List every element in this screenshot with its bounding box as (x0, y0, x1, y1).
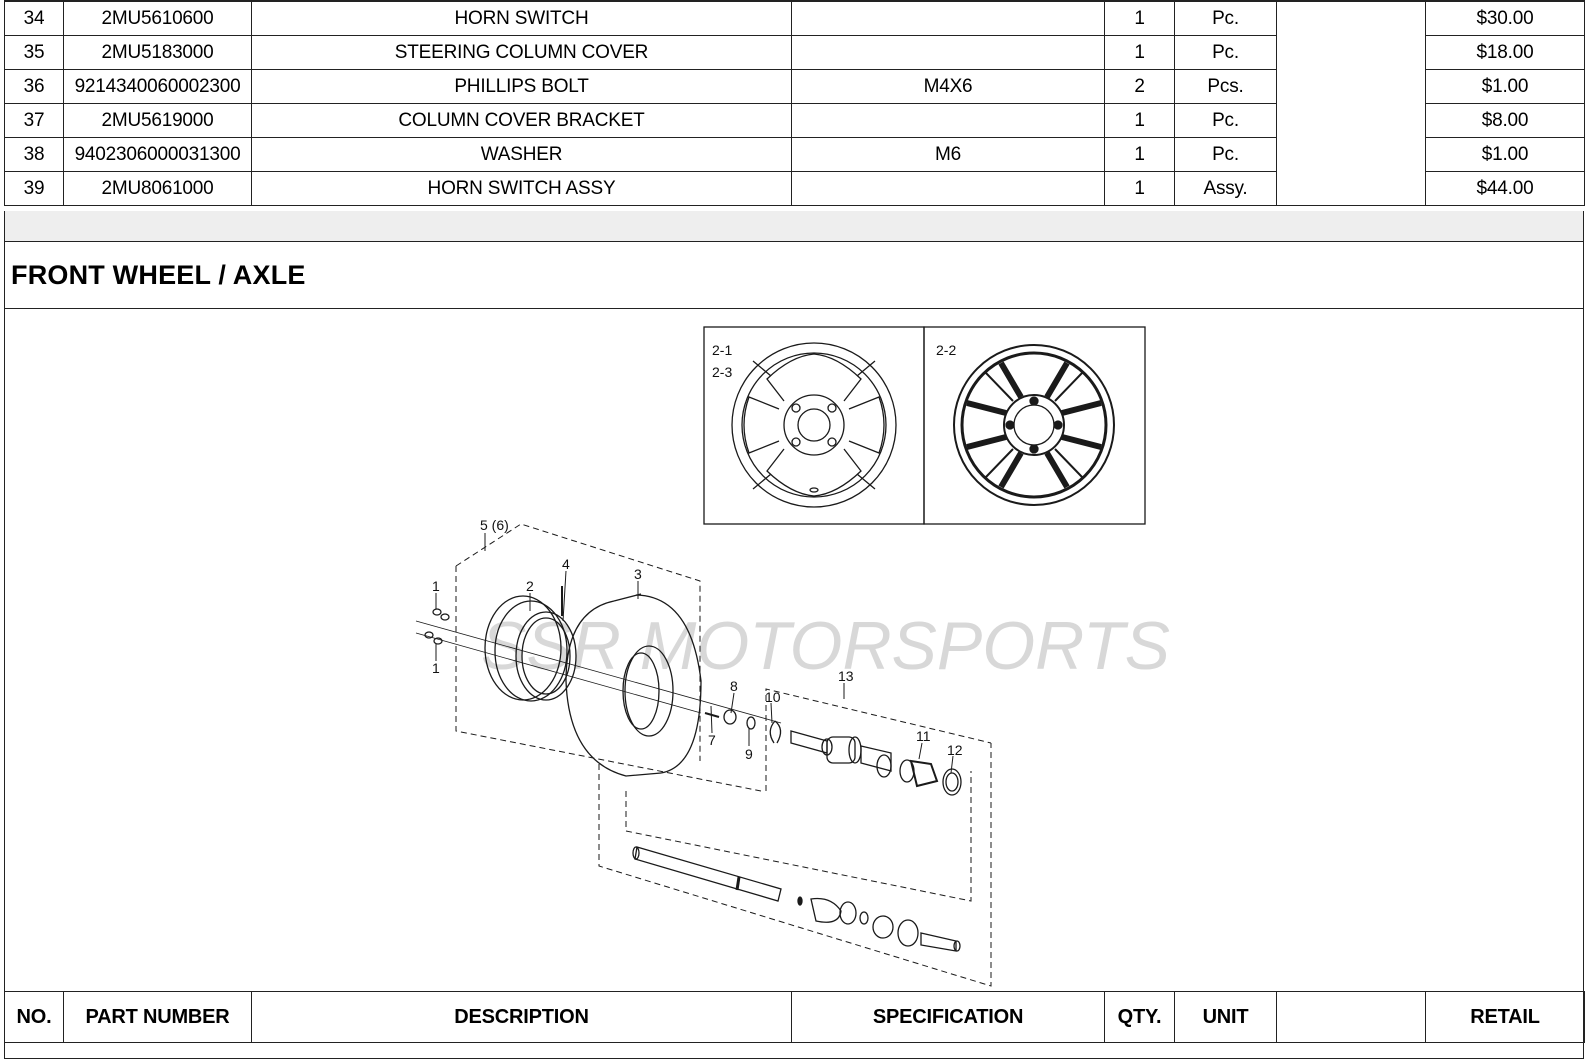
row-qty: 1 (1104, 0, 1175, 36)
callout-12: 12 (947, 742, 963, 758)
row-description: PHILLIPS BOLT (251, 69, 792, 104)
watermark-text: SSR MOTORSPORTS (481, 608, 1170, 684)
row-specification (791, 35, 1105, 70)
rim-label-2-3: 2-3 (712, 364, 732, 380)
row-part-number: 2MU5183000 (63, 35, 252, 70)
header-description: DESCRIPTION (251, 991, 792, 1043)
wheel-group-outline (455, 523, 992, 987)
table-row: 34 2MU5610600 HORN SWITCH 1 Pc. $30.00 (4, 0, 1585, 206)
tire-drawing (565, 593, 702, 777)
rim-label-2-1: 2-1 (712, 342, 732, 358)
title-divider (5, 308, 1583, 309)
header-row: NO. PART NUMBER DESCRIPTION SPECIFICATIO… (4, 991, 1585, 1043)
row-unit: Pc. (1174, 103, 1277, 138)
row-no: 34 (4, 0, 64, 36)
row-retail: $44.00 (1425, 171, 1585, 206)
row-part-number: 9402306000031300 (63, 137, 252, 172)
row-qty: 2 (1104, 69, 1175, 104)
callout-1a: 1 (432, 578, 440, 594)
row-description: WASHER (251, 137, 792, 172)
row-specification: M6 (791, 137, 1105, 172)
row-part-number: 2MU5619000 (63, 103, 252, 138)
rim-drawing (484, 586, 577, 702)
rim-2-2-drawing (953, 344, 1115, 506)
callout-3: 3 (634, 566, 642, 582)
row-retail: $1.00 (1425, 137, 1585, 172)
rim-2-1-drawing (731, 342, 897, 508)
parts-table-header: NO. PART NUMBER DESCRIPTION SPECIFICATIO… (4, 991, 1585, 1043)
row-unit: Assy. (1174, 171, 1277, 206)
callout-10: 10 (765, 689, 781, 705)
row-description: HORN SWITCH ASSY (251, 171, 792, 206)
callout-13: 13 (838, 668, 854, 684)
row-retail: $30.00 (1425, 0, 1585, 36)
row-no: 39 (4, 171, 64, 206)
row-qty: 1 (1104, 35, 1175, 70)
callout-9: 9 (745, 746, 753, 762)
hub-small-parts-drawing (704, 709, 782, 744)
table-row: 37 2MU5619000 COLUMN COVER BRACKET 1 Pc.… (4, 103, 1585, 138)
row-description: STEERING COLUMN COVER (251, 35, 792, 70)
row-retail: $1.00 (1425, 69, 1585, 104)
parts-table: 34 2MU5610600 HORN SWITCH 1 Pc. $30.00 3… (4, 0, 1585, 206)
row-unit: Pc. (1174, 137, 1277, 172)
row-qty: 1 (1104, 103, 1175, 138)
callout-leaders (435, 533, 954, 774)
table-row: 39 2MU8061000 HORN SWITCH ASSY 1 Assy. $… (4, 171, 1585, 206)
rim-box-left (703, 326, 925, 525)
lug-nuts-drawing (424, 608, 450, 645)
front-wheel-axle-section: FRONT WHEEL / AXLE SSR MOTORSPORTS 2-1 2… (4, 241, 1584, 1059)
drive-shaft-drawing (632, 846, 961, 952)
row-part-number: 9214340060002300 (63, 69, 252, 104)
section-title: FRONT WHEEL / AXLE (11, 260, 306, 290)
header-no: NO. (4, 991, 64, 1043)
row-part-number: 2MU5610600 (63, 0, 252, 36)
outer-cv-joint-drawing (790, 730, 962, 796)
row-no: 35 (4, 35, 64, 70)
row-specification: M4X6 (791, 69, 1105, 104)
section-divider (4, 211, 1584, 241)
row-specification (791, 103, 1105, 138)
table-row: 35 2MU5183000 STEERING COLUMN COVER 1 Pc… (4, 35, 1585, 70)
header-unit: UNIT (1174, 991, 1277, 1043)
callout-4: 4 (562, 556, 570, 572)
axle-center-line (415, 620, 782, 724)
callout-5-6: 5 (6) (480, 517, 509, 533)
callout-8: 8 (730, 678, 738, 694)
header-specification: SPECIFICATION (791, 991, 1105, 1043)
header-retail: RETAIL (1425, 991, 1585, 1043)
callout-1b: 1 (432, 660, 440, 676)
row-unit: Pc. (1174, 0, 1277, 36)
row-no: 37 (4, 103, 64, 138)
rim-label-2-2: 2-2 (936, 342, 956, 358)
row-description: COLUMN COVER BRACKET (251, 103, 792, 138)
rim-box-right (923, 326, 1146, 525)
row-no: 36 (4, 69, 64, 104)
callout-2: 2 (526, 578, 534, 594)
row-retail: $8.00 (1425, 103, 1585, 138)
header-qty: QTY. (1104, 991, 1175, 1043)
row-unit: Pcs. (1174, 69, 1277, 104)
row-blank (1276, 0, 1426, 206)
exploded-parts-diagram: SSR MOTORSPORTS 2-1 2-3 2-2 (415, 326, 1170, 987)
row-part-number: 2MU8061000 (63, 171, 252, 206)
header-part-number: PART NUMBER (63, 991, 252, 1043)
header-blank (1276, 991, 1426, 1043)
row-qty: 1 (1104, 137, 1175, 172)
callout-11: 11 (916, 728, 931, 744)
row-qty: 1 (1104, 171, 1175, 206)
row-no: 38 (4, 137, 64, 172)
row-specification (791, 171, 1105, 206)
row-description: HORN SWITCH (251, 0, 792, 36)
row-unit: Pc. (1174, 35, 1277, 70)
row-specification (791, 0, 1105, 36)
row-retail: $18.00 (1425, 35, 1585, 70)
callout-7: 7 (708, 732, 716, 748)
